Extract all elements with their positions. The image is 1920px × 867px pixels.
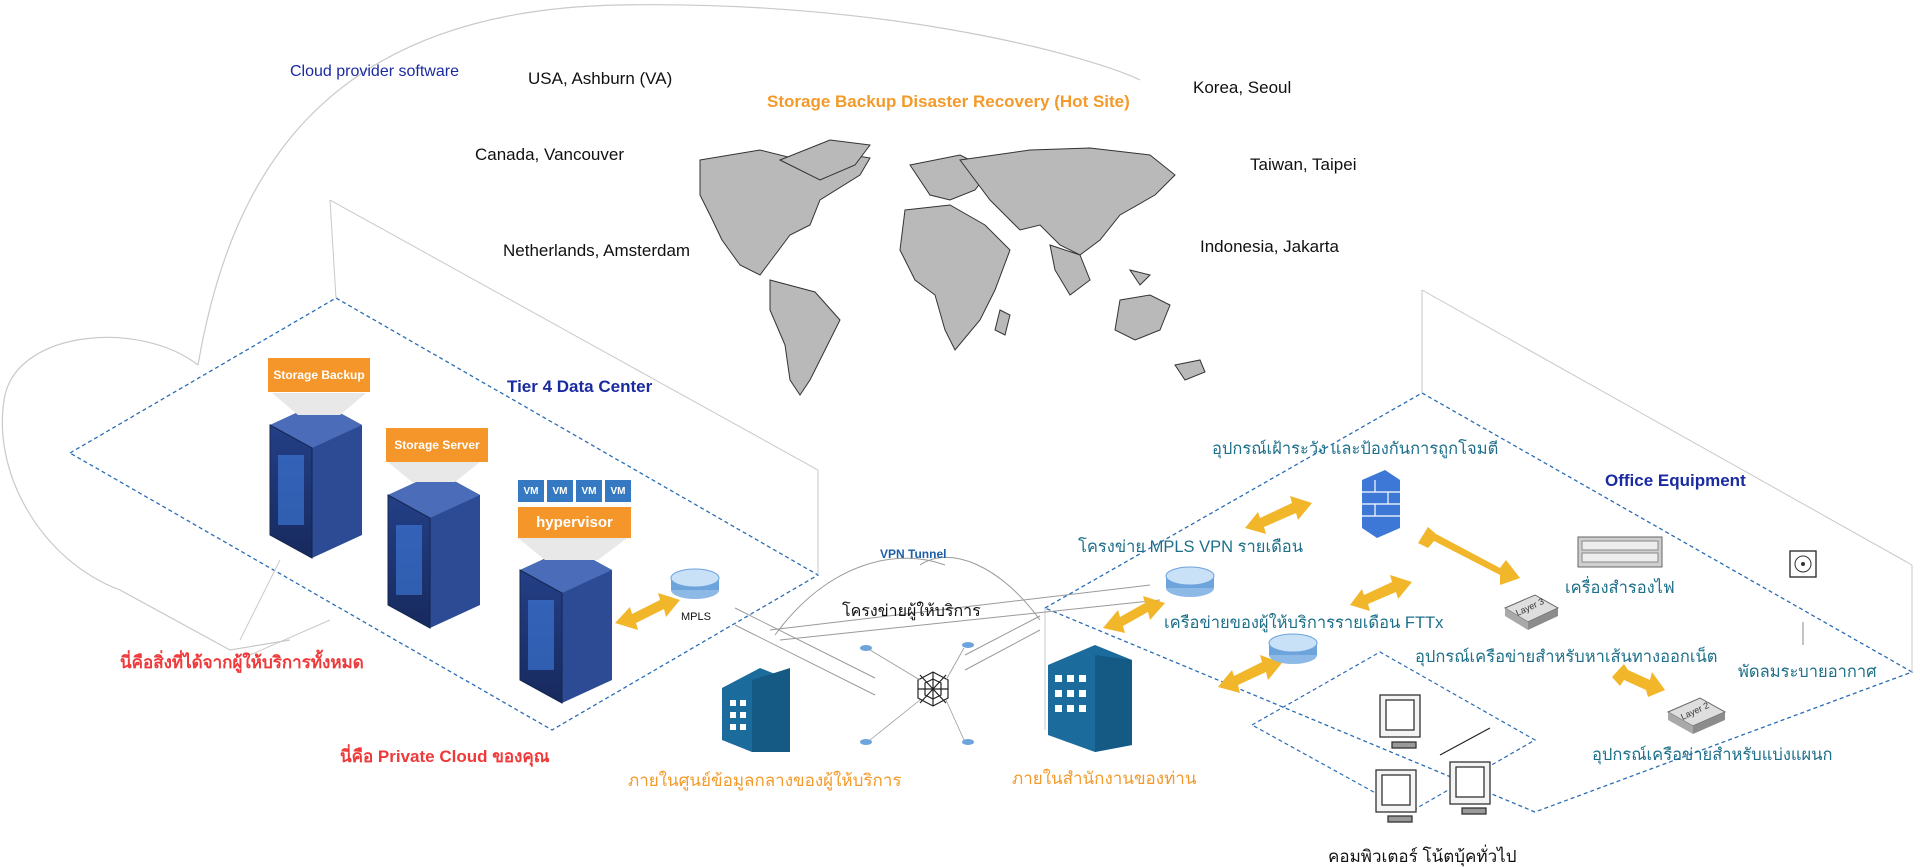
cloud-provider-label: Cloud provider software (290, 63, 459, 80)
cloud-outline (1, 336, 291, 651)
server-storage-backup (269, 402, 362, 559)
firewall-label: อุปกรณ์เฝ้าระวัง และป้องกันการถูกโจมตี (1212, 440, 1499, 458)
office-building (1048, 645, 1132, 752)
location-netherlands: Netherlands, Amsterdam (503, 241, 691, 260)
location-usa: USA, Ashburn (VA) (528, 69, 673, 88)
router-mpls-vpn (1165, 566, 1215, 597)
beam-server (388, 462, 480, 482)
office-lower-platform (1250, 651, 1537, 813)
location-korea: Korea, Seoul (1193, 78, 1292, 97)
network-lines (734, 556, 1161, 696)
vm-2: VM (547, 480, 573, 502)
fan-icon (1789, 550, 1817, 578)
location-canada: Canada, Vancouver (475, 145, 625, 164)
computers-label: คอมพิวเตอร์ โน้ตบุ้คทั่วไป (1328, 847, 1517, 866)
layer3-switch-icon (1503, 594, 1560, 630)
router-mpls (670, 568, 720, 599)
switch-label: อุปกรณ์เครือข่ายสำหรับแบ่งแผนก (1592, 746, 1833, 764)
your-office-label: ภายในสำนักงานของท่าน (1012, 769, 1197, 788)
layer2-switch-icon (1666, 697, 1727, 734)
router-label: อุปกรณ์เครือข่ายสำหรับหาเส้นทางออกเน็ต (1415, 648, 1718, 666)
fan-label: พัดลมระบายอากาศ (1738, 663, 1877, 681)
beam-hypervisor (518, 538, 627, 560)
vm-3: VM (576, 480, 602, 502)
office-equipment-title: Office Equipment (1605, 471, 1746, 490)
datacenter-platform (68, 199, 820, 731)
double-arrows (615, 496, 1665, 697)
mpls-label: MPLS (681, 611, 711, 623)
tier4-title: Tier 4 Data Center (507, 377, 653, 396)
provider-dc-label: ภายในศูนย์ข้อมูลกลางของผู้ให้บริการ (628, 771, 902, 790)
location-indonesia: Indonesia, Jakarta (1200, 237, 1339, 256)
storage-dr-title: Storage Backup Disaster Recovery (Hot Si… (767, 92, 1130, 111)
fttx-label: เครือข่ายของผู้ให้บริการรายเดือน FTTx (1164, 614, 1444, 632)
ups-label: เครื่องสำรองไฟ (1565, 579, 1675, 597)
vm-1: VM (518, 480, 544, 502)
router-fttx (1268, 633, 1318, 664)
hypervisor-tag: hypervisor (518, 507, 631, 538)
firewall-icon (1362, 470, 1400, 538)
server-hypervisor-host (519, 547, 612, 704)
computers-icon (1375, 694, 1491, 823)
vpn-tunnel-label: VPN Tunnel (880, 547, 947, 561)
mpls-vpn-label: โครงข่าย MPLS VPN รายเดือน (1078, 538, 1303, 556)
provider-network-label: โครงข่ายผู้ให้บริการ (842, 603, 981, 620)
mesh-nodes (860, 642, 974, 745)
provider-mesh-icon (917, 671, 949, 707)
all-from-provider-label: นี่คือสิ่งที่ได้จากผู้ให้บริการทั้งหมด (120, 653, 364, 672)
world-map (699, 139, 1206, 396)
location-taiwan: Taiwan, Taipei (1250, 155, 1357, 174)
office-platform (1043, 289, 1914, 813)
ups-icon (1577, 536, 1663, 568)
server-storage-server (387, 472, 480, 629)
storage-server-tag: Storage Server (386, 428, 488, 462)
vm-4: VM (605, 480, 631, 502)
beam-backup (272, 393, 366, 415)
private-cloud-label: นี่คือ Private Cloud ของคุณ (340, 747, 550, 766)
storage-backup-tag: Storage Backup (268, 358, 370, 392)
cloud-arc (197, 4, 1141, 366)
provider-dc-building (722, 668, 790, 752)
